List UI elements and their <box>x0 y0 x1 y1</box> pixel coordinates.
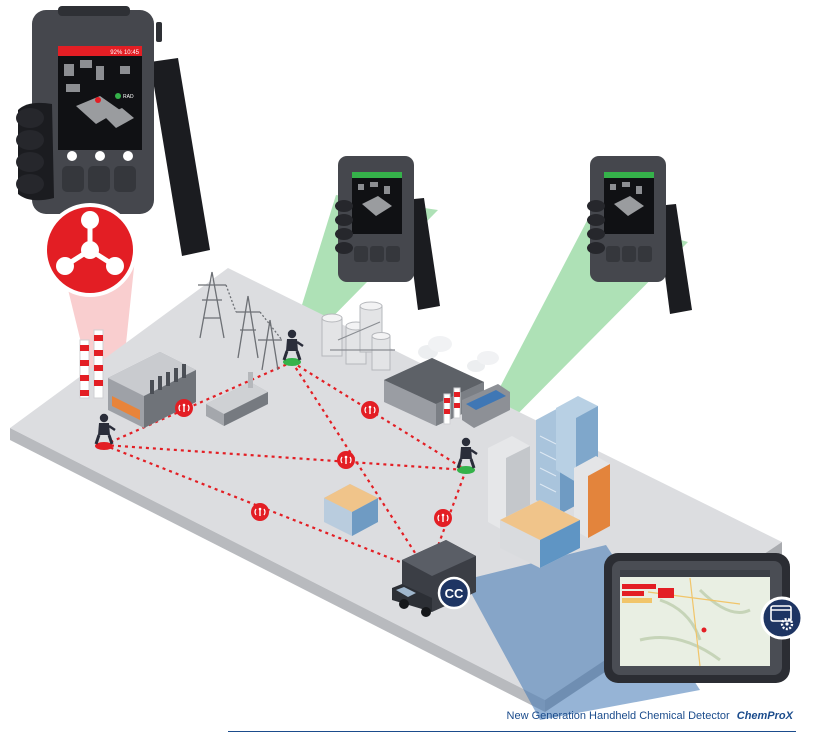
status-text: 92% 10:45 <box>110 50 139 56</box>
detector-ok-1 <box>335 156 440 310</box>
city-buildings <box>488 396 610 568</box>
power-pylons <box>198 271 283 371</box>
caption-text: New Generation Handheld Chemical Detecto… <box>506 710 730 722</box>
brand-name: ChemProX <box>736 710 793 722</box>
footer-divider <box>228 731 796 732</box>
warehouse <box>206 372 268 426</box>
cc-label: CC <box>445 586 464 601</box>
office-building <box>324 484 378 536</box>
detector-ok-2 <box>587 156 692 314</box>
detector-alarm: 92% 10:45 RAD <box>16 6 210 256</box>
industrial-plant <box>108 352 196 428</box>
factory <box>384 336 510 428</box>
cc-badge <box>437 576 471 610</box>
tank-farm <box>321 301 395 371</box>
caption: New Generation Handheld Chemical Detecto… <box>507 710 793 722</box>
tablet <box>604 553 790 683</box>
chimneys <box>79 329 104 399</box>
settings-gear-icon <box>760 596 804 640</box>
ok-marker <box>283 358 301 366</box>
alarm-marker <box>95 442 113 450</box>
map-label: RAD <box>123 94 134 100</box>
ok-marker <box>457 466 475 474</box>
alarm-status-bar <box>58 46 142 56</box>
biohazard-icon <box>43 203 137 297</box>
